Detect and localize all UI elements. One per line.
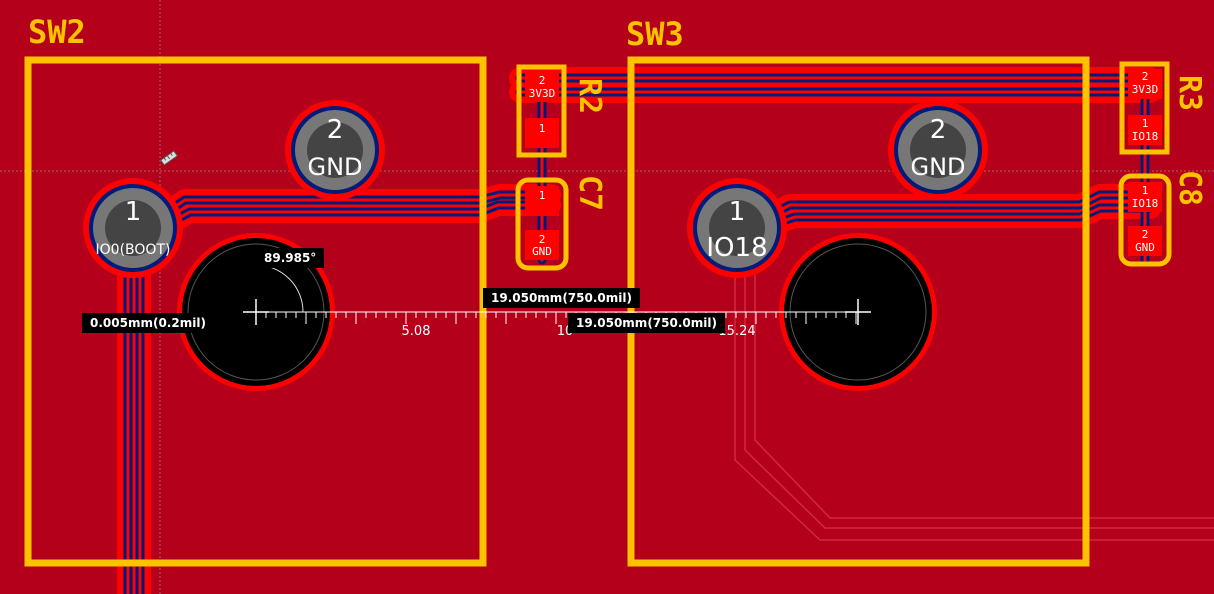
offset-readout: 0.005mm(0.2mil) bbox=[82, 313, 214, 333]
sw2-pad-2-net: GND bbox=[307, 153, 362, 181]
ruler-cursor-icon bbox=[160, 150, 178, 166]
r2-ref: R2 bbox=[572, 78, 607, 114]
c7-pad-2-net: GND bbox=[532, 245, 552, 258]
sw3-pad-1-net: IO18 bbox=[706, 233, 767, 263]
c8-pad-1-net: IO18 bbox=[1132, 197, 1159, 210]
c7-pad-1-num: 1 bbox=[539, 189, 546, 202]
c7-footprint[interactable]: 1 2 GND bbox=[515, 177, 569, 271]
sw2-pad-1[interactable]: 1 IO0(BOOT) bbox=[83, 178, 183, 278]
sw3-ref: SW3 bbox=[626, 15, 684, 53]
c8-pad-2-net: GND bbox=[1135, 241, 1155, 254]
r2-pad-1-num: 1 bbox=[539, 122, 546, 135]
r2-pad-2-num: 2 bbox=[539, 74, 546, 87]
c8-footprint[interactable]: 1 IO18 2 GND bbox=[1118, 173, 1172, 267]
c8-pad-2-num: 2 bbox=[1142, 228, 1149, 241]
ruler-tick-label-1: 5.08 bbox=[402, 324, 431, 339]
r3-pad-2-num: 2 bbox=[1142, 70, 1149, 83]
sw2-pad-2[interactable]: 2 GND bbox=[285, 100, 385, 200]
c8-ref: C8 bbox=[1172, 170, 1207, 206]
sw2-pad-1-num: 1 bbox=[125, 197, 142, 227]
distance-readout-bottom: 19.050mm(750.0mil) bbox=[568, 313, 725, 333]
sw3-pad-2-net: GND bbox=[910, 153, 965, 181]
r3-ref: R3 bbox=[1172, 75, 1207, 111]
c7-ref: C7 bbox=[572, 175, 607, 211]
sw2-ref: SW2 bbox=[28, 13, 86, 51]
sw2-pad-1-net: IO0(BOOT) bbox=[96, 242, 171, 258]
sw2-pad-2-num: 2 bbox=[327, 115, 344, 145]
sw3-pad-1[interactable]: 1 IO18 bbox=[687, 178, 787, 278]
c8-pad-1-num: 1 bbox=[1142, 184, 1149, 197]
r2-pad-2-net: 3V3D bbox=[529, 87, 556, 100]
distance-readout-top: 19.050mm(750.0mil) bbox=[483, 288, 640, 308]
r3-footprint[interactable]: 2 3V3D 1 IO18 bbox=[1119, 61, 1170, 155]
sw3-pad-2[interactable]: 2 GND bbox=[888, 100, 988, 200]
c7-pad-2-num: 2 bbox=[539, 233, 546, 246]
silkscreen: SW2 SW3 R2 C7 R3 C8 bbox=[24, 13, 1207, 567]
sw3-pad-2-num: 2 bbox=[930, 115, 947, 145]
r3-pad-1-net: IO18 bbox=[1132, 130, 1159, 143]
r3-pad-2-net: 3V3D bbox=[1132, 83, 1159, 96]
ruler-tick-label-3: 15.24 bbox=[718, 324, 755, 339]
r2-footprint[interactable]: 2 3V3D 1 bbox=[516, 64, 567, 158]
r3-pad-1-num: 1 bbox=[1142, 117, 1149, 130]
angle-readout: 89.985° bbox=[256, 248, 325, 268]
sw3-pad-1-num: 1 bbox=[729, 197, 746, 227]
